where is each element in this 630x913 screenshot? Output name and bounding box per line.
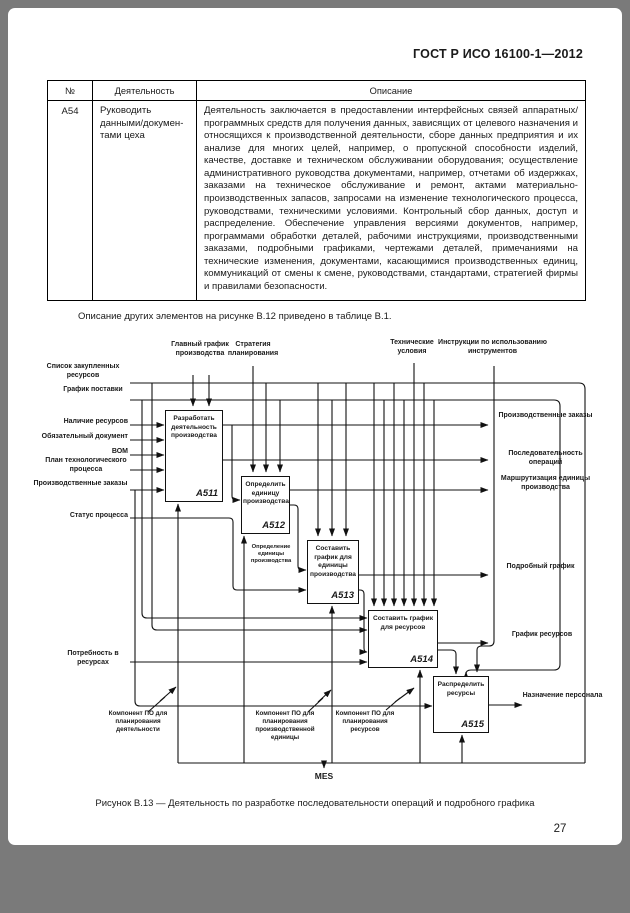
diagram-label-process-plan: План технологического процесса (45, 457, 127, 473)
page-number: 27 (553, 823, 567, 835)
note-paragraph: Описание других элементов на рисунке В.1… (78, 311, 392, 322)
figure-caption: Рисунок В.13 — Деятельность по разработк… (95, 798, 535, 809)
table-header-num: № (48, 81, 93, 101)
diagram-label-resource-availability: Наличие ресурсов (63, 418, 128, 425)
activity-box-label: Составить график для ресурсов (372, 615, 434, 631)
activity-box-a515: Распределить ресурсы А515 (433, 676, 489, 733)
activity-box-id: А511 (195, 488, 218, 499)
diagram-label-personnel-assignment: Назначение персонала (522, 692, 603, 699)
diagram-label-process-status: Статус процесса (69, 512, 128, 519)
diagram-label-bom: ВОМ (111, 448, 128, 455)
table-cell-num: А54 (48, 101, 93, 301)
activity-box-id: А512 (262, 520, 285, 531)
diagram-label-production-orders-out: Производственные заказы (498, 412, 593, 419)
diagram-label-planning-strategy: Стратегия планирования (227, 341, 279, 357)
table-header-description: Описание (197, 81, 585, 101)
diagram-label-sw-unit-planning: Компонент ПО для планирования производст… (255, 710, 315, 742)
diagram-label-purchased-resources: Список закупленных ресурсов (46, 363, 120, 379)
activity-box-id: А515 (461, 719, 484, 730)
activity-box-label: Составить график для единицы производств… (310, 545, 356, 578)
diagram-label-operation-sequence: Последовательность операций (508, 450, 583, 466)
activity-box-label: Распределить ресурсы (437, 681, 485, 697)
activity-box-label: Определить единицу производства (243, 481, 289, 506)
table-header-activity: Деятельность (93, 81, 197, 101)
activity-table: № Деятельность Описание А54 Руководить д… (47, 80, 586, 302)
document-header-title: ГОСТ Р ИСО 16100-1—2012 (413, 47, 583, 61)
table-cell-description: Деятельность заключается в предоставлени… (204, 105, 578, 292)
diagram-label-unit-definition: Определение единицы производства (250, 544, 292, 565)
diagram-label-detailed-schedule: Подробный график (506, 563, 575, 570)
diagram-label-unit-routing: Маршрутизация единицы производства (500, 475, 591, 491)
diagram-label-delivery-schedule: График поставки (63, 386, 123, 393)
activity-box-id: А514 (410, 654, 433, 665)
diagram-label-tech-conditions: Технические условия (390, 339, 434, 355)
diagram-label-master-schedule: Главный график производства (171, 341, 229, 357)
diagram-label-sw-resource-planning: Компонент ПО для планирования ресурсов (335, 710, 395, 734)
diagram-label-mes: MES (314, 771, 334, 781)
activity-box-a514: Составить график для ресурсов А514 (368, 610, 438, 668)
diagram-label-tool-instructions: Инструкции по использованию инструментов (438, 339, 547, 355)
activity-box-a512: Определить единицу производства А512 (241, 476, 290, 534)
activity-box-label: Разработать деятельность производства (171, 415, 217, 440)
activity-box-a513: Составить график для единицы производств… (307, 540, 359, 604)
diagram-label-sw-activity-planning: Компонент ПО для планирования деятельнос… (108, 710, 168, 734)
diagram-label-resource-need: Потребность в ресурсах (67, 650, 119, 666)
diagram-label-production-orders-in: Производственные заказы (33, 480, 128, 487)
activity-box-id: А513 (331, 590, 354, 601)
table-cell-activity: Руководить данными/докумен­тами цеха (93, 101, 197, 301)
diagram-label-resource-schedule: График ресурсов (511, 631, 573, 638)
diagram-label-mandatory-document: Обязательный документ (41, 433, 128, 440)
activity-box-a511: Разработать деятельность производства А5… (165, 410, 223, 502)
